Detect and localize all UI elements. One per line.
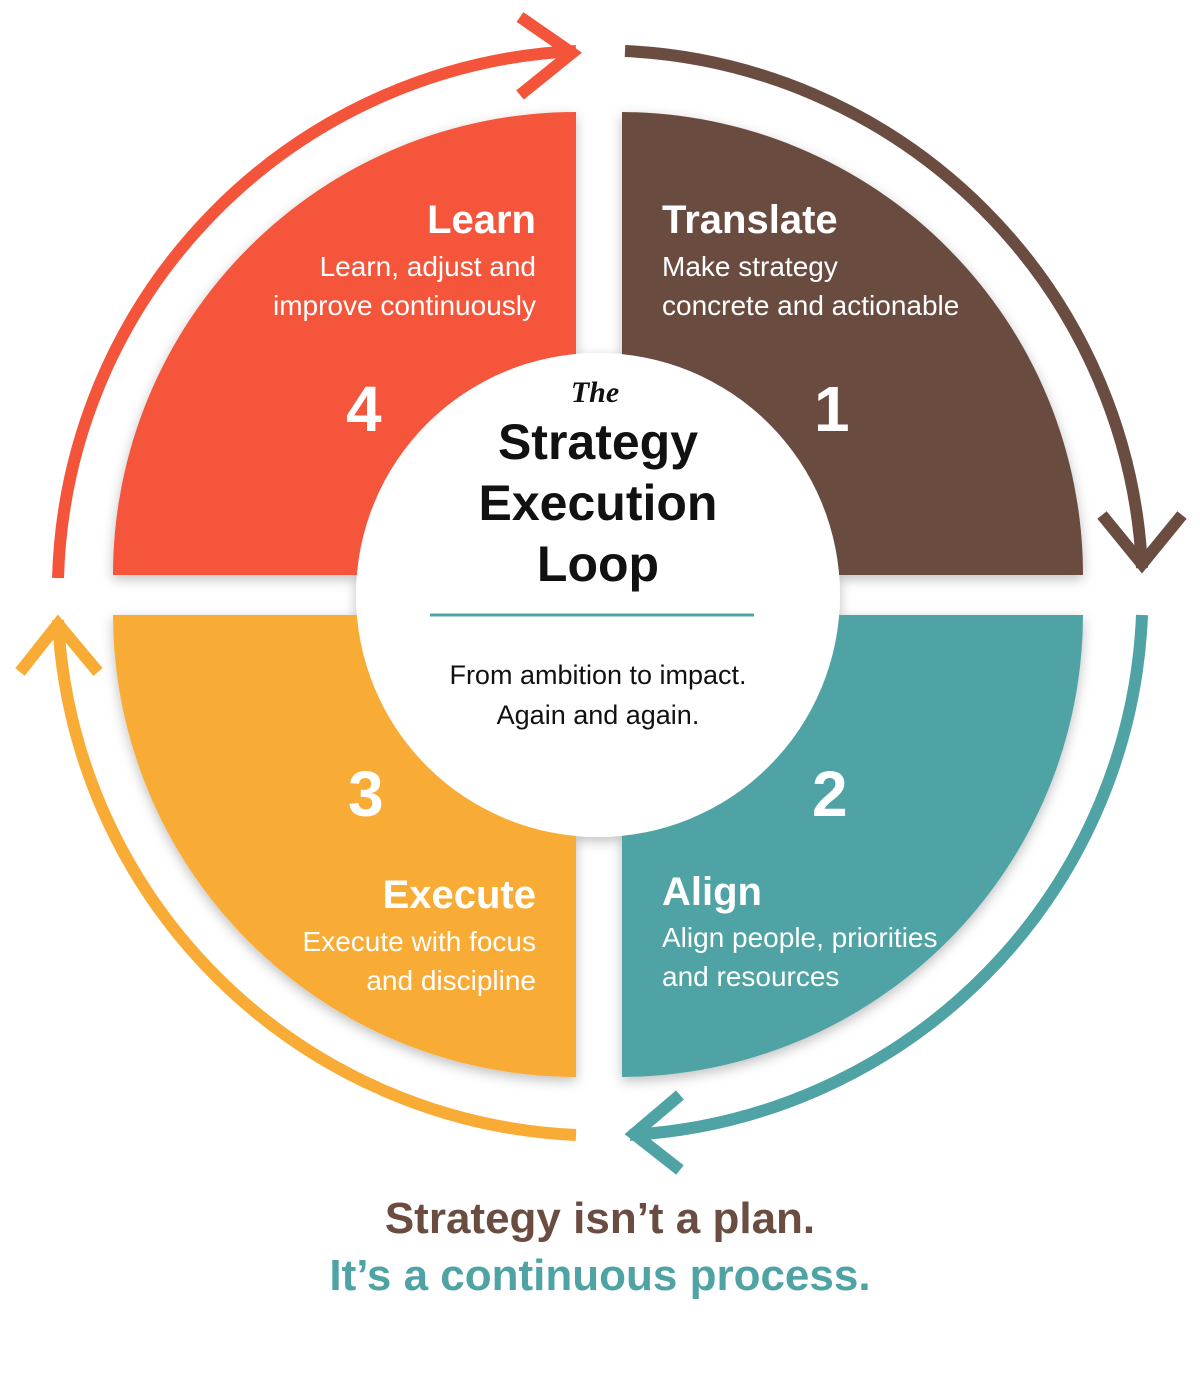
execute-desc-line1: Execute with focus: [302, 926, 536, 957]
execute-arrowhead-icon: [15, 614, 103, 676]
footer-line2: It’s a continuous process.: [329, 1251, 871, 1300]
execute-desc-line2: and discipline: [366, 965, 536, 996]
learn-desc-line2: improve continuously: [272, 290, 536, 321]
translate-desc-line1: Make strategy: [662, 251, 838, 282]
align-desc: Align people, priorities and resources: [662, 918, 938, 996]
learn-desc-line1: Learn, adjust and: [319, 251, 536, 282]
execute-title: Execute: [382, 873, 536, 917]
center-title-line2: Execution: [478, 475, 718, 531]
align-desc-line2: and resources: [662, 961, 840, 992]
align-title: Align: [662, 870, 762, 914]
center-title-line3: Loop: [536, 536, 660, 592]
center-tagline: From ambition to impact. Again and again…: [398, 655, 798, 735]
center-tagline-line1: From ambition to impact.: [449, 660, 747, 690]
translate-desc: Make strategy concrete and actionable: [662, 247, 959, 325]
center-tagline-line2: Again and again.: [496, 700, 700, 730]
center-title: Strategy Execution Loop: [398, 412, 798, 595]
translate-number: 1: [814, 373, 850, 445]
center-the: The: [570, 376, 620, 409]
learn-arrowhead-icon: [516, 12, 583, 100]
center-title-line1: Strategy: [497, 414, 699, 470]
learn-title: Learn: [427, 198, 536, 242]
align-number: 2: [812, 758, 848, 830]
align-arrowhead-icon: [624, 1090, 684, 1175]
learn-arrow: [52, 45, 577, 579]
learn-desc: Learn, adjust and improve continuously: [273, 247, 536, 325]
translate-arrow: [624, 45, 1148, 569]
learn-number: 4: [346, 373, 382, 445]
align-arrow: [629, 614, 1148, 1141]
translate-arrowhead-icon: [1097, 511, 1187, 574]
translate-desc-line2: concrete and actionable: [662, 290, 960, 321]
translate-title: Translate: [662, 198, 838, 242]
execute-arrow: [52, 619, 577, 1141]
footer-line1: Strategy isn’t a plan.: [384, 1194, 816, 1243]
execute-desc: Execute with focus and discipline: [303, 922, 536, 1000]
execute-number: 3: [348, 758, 384, 830]
center-circle: [356, 353, 840, 837]
align-desc-line1: Align people, priorities: [662, 922, 938, 953]
